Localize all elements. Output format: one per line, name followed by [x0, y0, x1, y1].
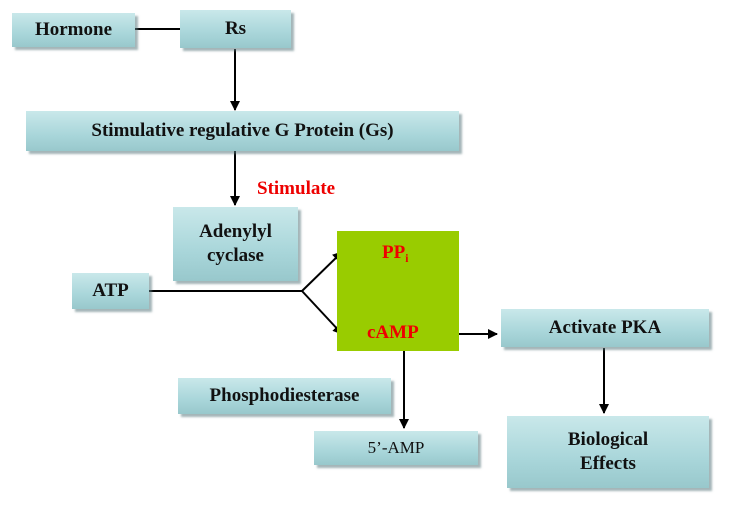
camp-label: cAMP [367, 322, 419, 343]
activate-pka-box: Activate PKA [501, 309, 709, 347]
biological-label-line1: Biological [567, 429, 649, 451]
atp-to-camp-arrow [301, 290, 343, 335]
activate-pka-label: Activate PKA [548, 317, 662, 339]
reaction-products-box [337, 231, 459, 351]
gs-protein-label: Stimulative regulative G Protein (Gs) [91, 120, 394, 142]
rs-box: Rs [180, 10, 291, 48]
atp-label: ATP [92, 280, 129, 302]
hormone-box: Hormone [12, 13, 135, 47]
hormone-label: Hormone [34, 19, 113, 41]
atp-box: ATP [72, 273, 149, 309]
adenylyl-label-line1: Adenylyl [199, 221, 272, 243]
stimulate-label: Stimulate [257, 178, 336, 199]
rs-label: Rs [224, 18, 247, 40]
phosphodiesterase-box: Phosphodiesterase [178, 378, 391, 414]
ppi-label: PPi [382, 242, 408, 265]
amp-box: 5’-AMP [314, 431, 478, 465]
gs-protein-box: Stimulative regulative G Protein (Gs) [26, 111, 459, 151]
ppi-text: PP [382, 242, 406, 263]
adenylyl-label-line2: cyclase [207, 245, 264, 266]
atp-to-ppi-arrow [301, 251, 343, 292]
biological-label-line2: Effects [580, 453, 636, 474]
adenylyl-cyclase-box: Adenylyl cyclase [173, 207, 298, 281]
ppi-subscript: i [405, 252, 409, 265]
biological-effects-box: Biological Effects [507, 416, 709, 488]
amp-label: 5’-AMP [367, 438, 425, 458]
phosphodiesterase-label: Phosphodiesterase [209, 385, 360, 407]
